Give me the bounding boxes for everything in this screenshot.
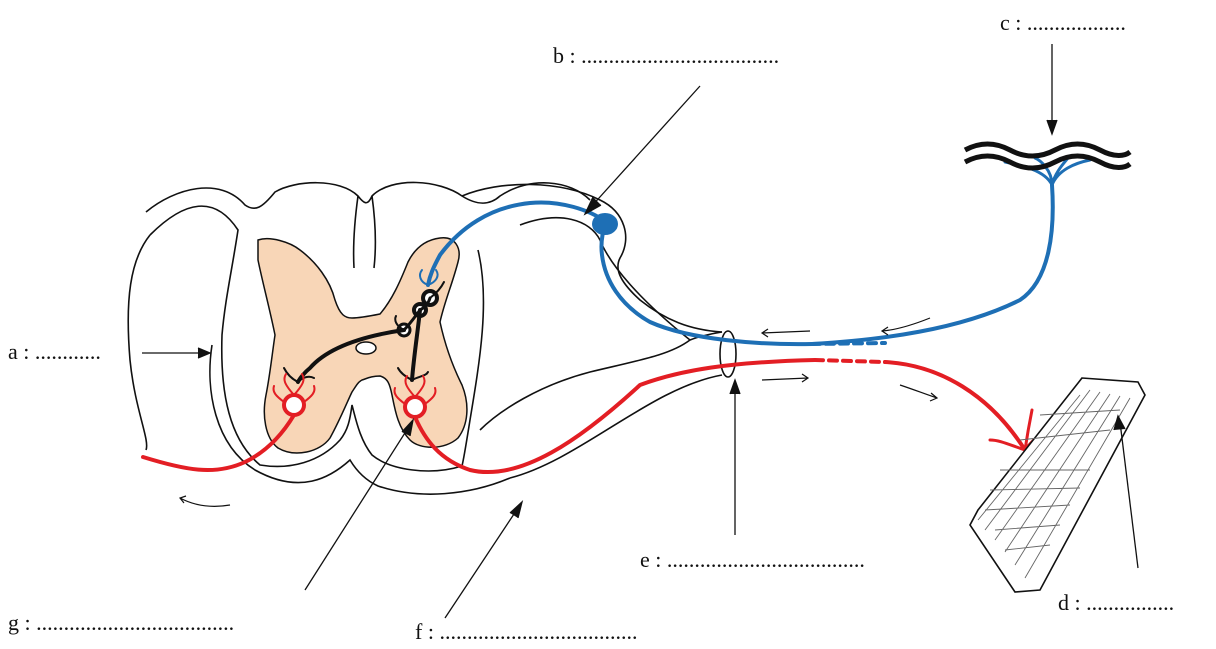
pointer-g [304, 424, 411, 591]
muscle-fibers [977, 389, 1131, 579]
pointer-g-head [401, 417, 415, 437]
label-b: b : .................................... [553, 43, 780, 68]
pointer-d [1119, 421, 1139, 569]
pointer-c-head [1046, 119, 1058, 136]
interneuron-axon-left [296, 328, 406, 384]
arrow-motor-2 [899, 384, 939, 402]
spinal-nerve-section [719, 330, 737, 378]
sensory-cell-body [592, 213, 618, 235]
pointer-b-head [583, 196, 602, 216]
pointer-b [589, 85, 701, 209]
arrow-sensory-2 [880, 317, 931, 336]
arrow-motor-3 [178, 495, 231, 507]
dorsal-median-fissure [352, 195, 377, 269]
ventral-root-outline [479, 217, 692, 431]
pointer-d-head [1113, 414, 1126, 431]
motor-cell-left [282, 393, 306, 417]
motor-dendrites-right [393, 375, 437, 405]
label-e: e : .................................... [640, 547, 865, 572]
sensory-synapse-terminal [419, 269, 439, 286]
motor-axon-dashed [813, 358, 887, 364]
skin-receptor [963, 141, 1132, 171]
arrow-sensory-1 [760, 328, 811, 338]
pointer-a-head [197, 347, 212, 359]
sensory-receptor-branches [1003, 156, 1092, 187]
skin-layer-top [963, 141, 1132, 159]
spinal-cord [127, 181, 737, 495]
label-g: g : .................................... [8, 610, 235, 635]
motor-axon-peripheral [883, 360, 1027, 452]
motor-axon-left [141, 413, 296, 472]
white-matter-right-outline [461, 249, 485, 467]
label-a: a : ............ [8, 339, 101, 364]
sensory-axon-root [599, 220, 814, 347]
sensory-axon-dashed [810, 341, 887, 346]
motor-neurons [141, 358, 1082, 492]
label-pointers [142, 44, 1139, 619]
sensory-axon-central [426, 200, 608, 287]
dorsal-root-outline [461, 183, 723, 333]
spinal-cord-inner-outline [149, 205, 463, 472]
motor-axon-right [413, 358, 817, 475]
motor-dendrites-left [272, 373, 316, 403]
spinal-cord-outer-outline [145, 181, 591, 213]
spinal-cord-ventral-outline [209, 344, 511, 495]
pointer-f [444, 507, 519, 619]
nerve-lower-outline [509, 374, 723, 479]
pointer-e-head [729, 378, 741, 395]
pointer-f-head [509, 500, 524, 519]
central-canal [355, 341, 377, 355]
skin-layer-bottom [963, 153, 1132, 171]
muscle [969, 377, 1146, 593]
direction-arrows [178, 317, 939, 507]
left-outer-edge [127, 234, 151, 451]
arrow-motor-1 [761, 373, 810, 383]
interneuron-axon-down [410, 308, 422, 382]
label-f: f : .................................... [415, 619, 638, 644]
interneuron-link [402, 296, 432, 332]
sensory-axon-peripheral [810, 183, 1055, 346]
label-c: c : .................. [1000, 10, 1126, 35]
label-d: d : ................ [1058, 590, 1175, 615]
motor-cell-right [403, 395, 427, 419]
